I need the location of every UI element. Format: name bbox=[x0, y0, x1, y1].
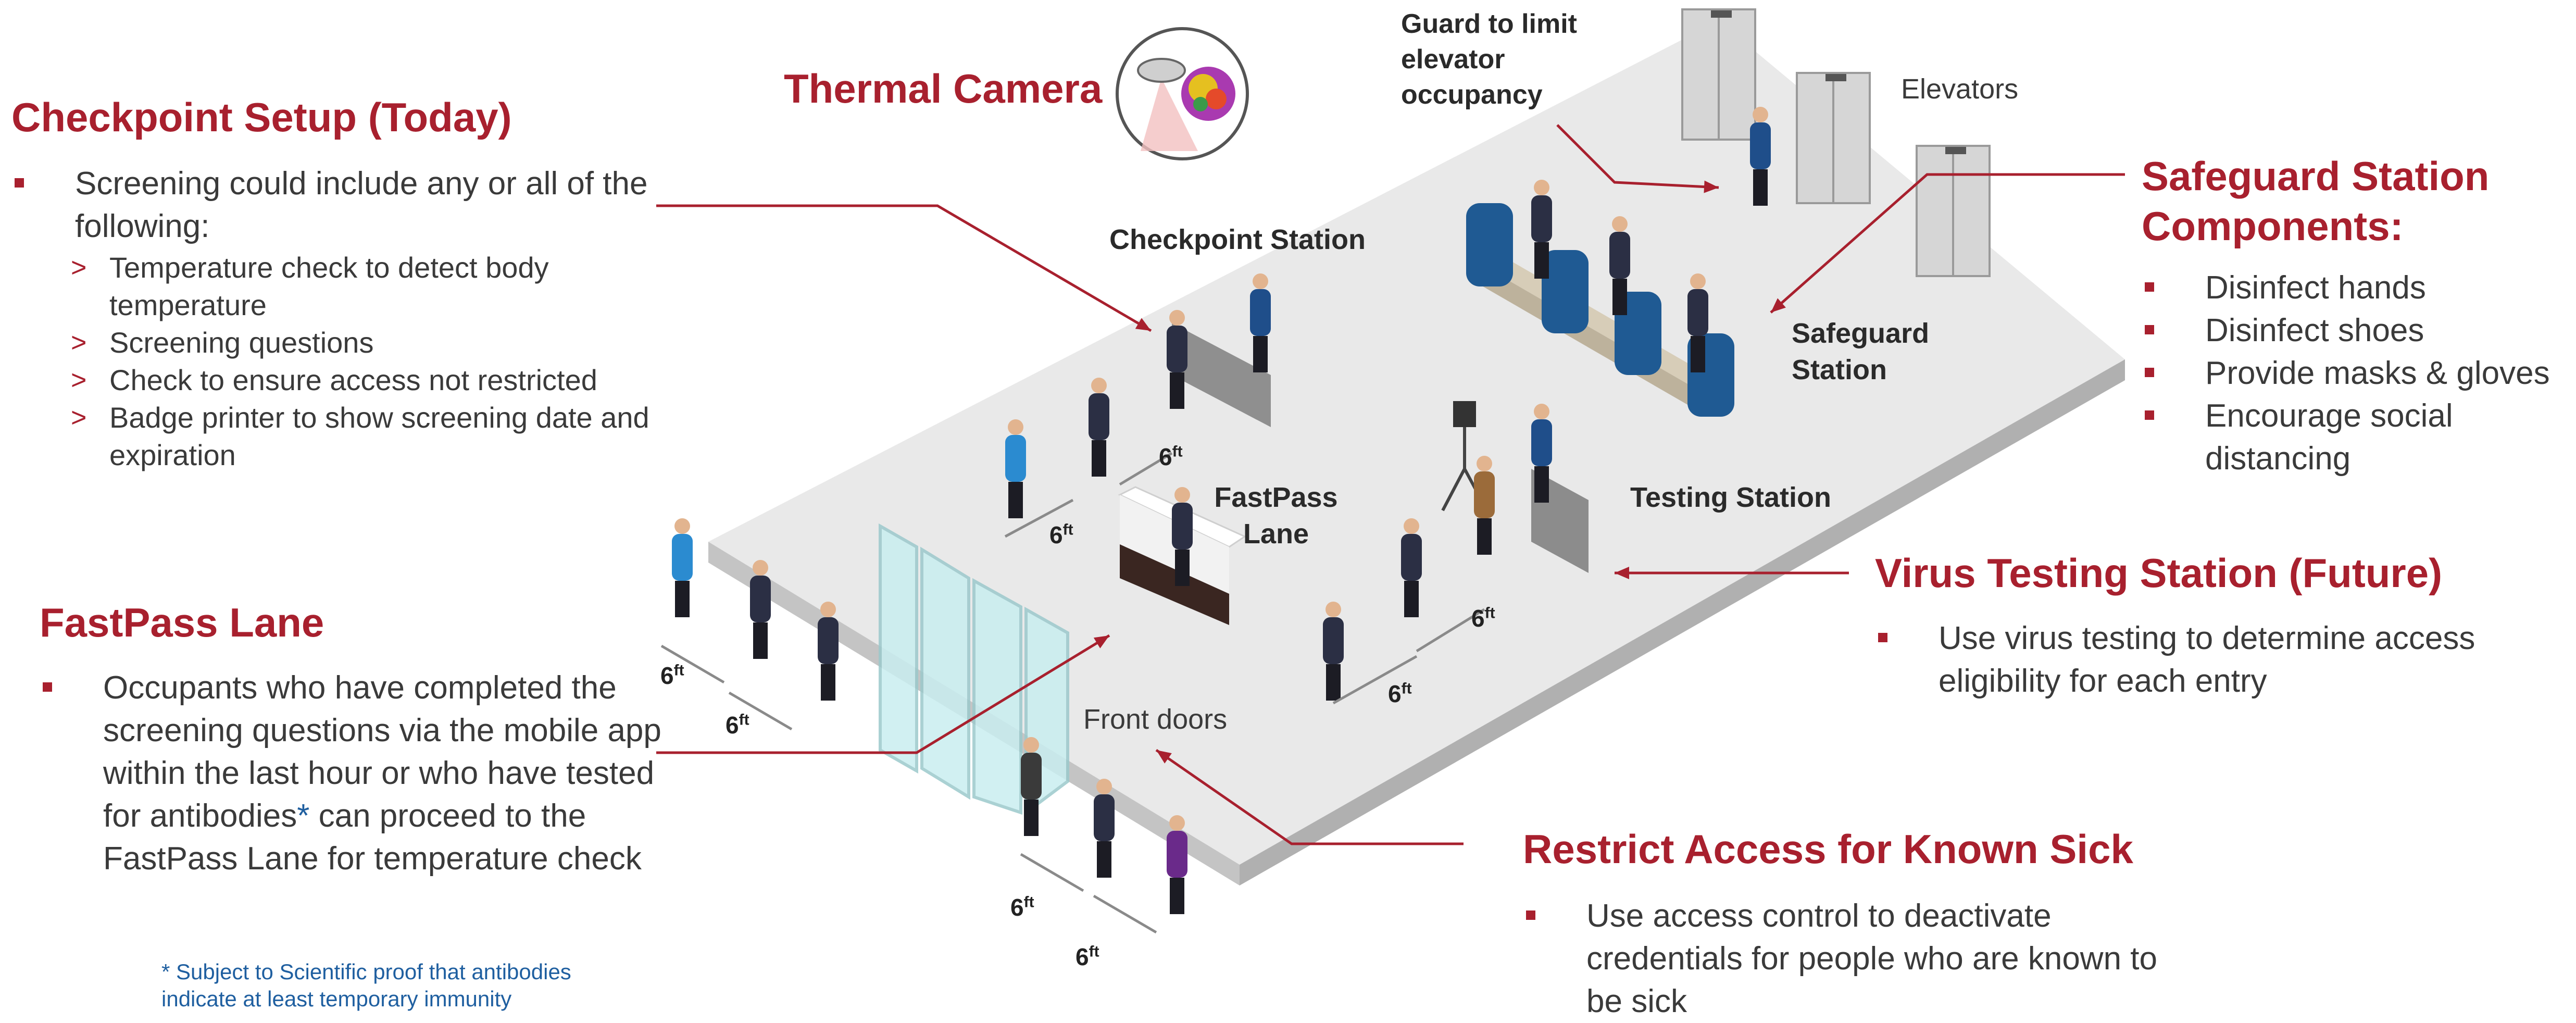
callout-line bbox=[656, 204, 1152, 332]
checkpoint-setup-intro: Screening could include any or all of th… bbox=[11, 163, 662, 248]
safeguard-item: Encourage social distancing bbox=[2142, 395, 2574, 480]
checkpoint-item: Badge printer to show screening date and… bbox=[55, 399, 662, 474]
elevator-3 bbox=[1916, 145, 1991, 277]
person-elevator-guard bbox=[1750, 107, 1771, 206]
elevator-1 bbox=[1681, 8, 1756, 141]
person-fastpass-desk bbox=[1172, 487, 1193, 586]
person-testing-guard bbox=[1531, 404, 1552, 503]
callout-arrowhead bbox=[1771, 298, 1786, 313]
distance-marker-line bbox=[1332, 655, 1418, 705]
distance-marker-line bbox=[1416, 608, 1485, 653]
virus-testing-title: Virus Testing Station (Future) bbox=[1875, 550, 2443, 596]
distance-label: 6ft bbox=[726, 711, 749, 739]
distance-marker-line bbox=[1119, 452, 1173, 486]
person-safeguard-1 bbox=[1531, 180, 1552, 279]
distance-label: 6ft bbox=[660, 662, 684, 689]
fastpass-panel: Occupants who have completed the screeni… bbox=[40, 667, 665, 880]
guard-label: Guard to limit elevator occupancy bbox=[1401, 9, 1577, 110]
person-checkpoint-3 bbox=[1005, 419, 1026, 518]
fastpass-title: FastPass Lane bbox=[40, 600, 324, 645]
checkpoint-setup-title: Checkpoint Setup (Today) bbox=[11, 94, 512, 140]
safeguard-station bbox=[1466, 203, 1734, 417]
checkpoint-desk bbox=[1172, 323, 1271, 427]
antibody-footnote: * Subject to Scientific proof that antib… bbox=[161, 959, 571, 1011]
fastpass-item: Occupants who have completed the screeni… bbox=[40, 667, 665, 880]
distance-label: 6ft bbox=[1076, 943, 1099, 970]
elevator-2 bbox=[1796, 72, 1871, 204]
person-queue-2 bbox=[750, 560, 771, 659]
person-safeguard-3 bbox=[1687, 273, 1708, 372]
callout-arrowhead bbox=[1135, 318, 1151, 331]
restrict-access-title: Restrict Access for Known Sick bbox=[1523, 826, 2133, 872]
distance-label: 6ft bbox=[1010, 893, 1034, 921]
checkpoint-item: Screening questions bbox=[55, 324, 662, 361]
thermal-camera-title: Thermal Camera bbox=[784, 66, 1103, 111]
distance-marker-line bbox=[1020, 853, 1084, 892]
distance-label: 6ft bbox=[1388, 680, 1412, 707]
checkpoint-item: Temperature check to detect body tempera… bbox=[55, 249, 662, 324]
person-queue-1 bbox=[672, 518, 693, 617]
safeguard-item: Provide masks & gloves bbox=[2142, 352, 2574, 395]
person-testing-2 bbox=[1401, 518, 1422, 617]
elevators-label: Elevators bbox=[1901, 73, 2019, 105]
person-guard-checkpoint bbox=[1250, 273, 1271, 372]
safeguard-components-panel: Disinfect hands Disinfect shoes Provide … bbox=[2142, 267, 2574, 480]
callout-arrowhead bbox=[1093, 635, 1109, 648]
person-safeguard-2 bbox=[1609, 216, 1630, 315]
safeguard-item: Disinfect shoes bbox=[2142, 309, 2574, 352]
callout-arrowhead bbox=[1704, 180, 1719, 193]
safeguard-item: Disinfect hands bbox=[2142, 267, 2574, 309]
person-queue-3 bbox=[818, 602, 839, 701]
distance-marker-line bbox=[728, 691, 793, 731]
front-doors-label: Front doors bbox=[1083, 704, 1228, 735]
person-front-2 bbox=[1094, 779, 1115, 878]
distance-marker-line bbox=[1004, 498, 1074, 538]
callout-line bbox=[1155, 748, 1464, 845]
floor-edge-right bbox=[1240, 359, 2125, 885]
distance-marker-line bbox=[660, 644, 725, 684]
person-checkpoint-2 bbox=[1089, 378, 1109, 477]
front-doors-glass bbox=[879, 523, 1069, 816]
thermal-camera-icon bbox=[1116, 27, 1249, 160]
checkpoint-setup-panel: Screening could include any or all of th… bbox=[11, 163, 662, 474]
callout-arrowhead bbox=[1156, 750, 1172, 764]
person-testing-1 bbox=[1474, 456, 1495, 555]
callout-arrowhead bbox=[1615, 567, 1629, 579]
virus-testing-item: Use virus testing to determine access el… bbox=[1875, 617, 2552, 703]
virus-testing-panel: Use virus testing to determine access el… bbox=[1875, 617, 2552, 703]
person-front-1 bbox=[1021, 737, 1042, 836]
callout-line bbox=[1770, 173, 2125, 314]
callout-line bbox=[656, 634, 1110, 754]
testing-station-label: Testing Station bbox=[1630, 482, 1831, 513]
callout-line bbox=[1556, 124, 1719, 189]
restrict-access-item: Use access control to deactivate credent… bbox=[1523, 895, 2200, 1023]
distance-label: 6ft bbox=[1471, 604, 1495, 632]
person-front-3 bbox=[1167, 815, 1187, 914]
restrict-access-panel: Use access control to deactivate credent… bbox=[1523, 895, 2200, 1023]
distance-marker-line bbox=[1093, 894, 1157, 934]
fastpass-lane-label: FastPass Lane bbox=[1214, 482, 1338, 550]
safeguard-components-title: Safeguard Station Components: bbox=[2142, 153, 2490, 249]
person-testing-3 bbox=[1323, 602, 1344, 701]
person-checkpoint-1 bbox=[1167, 310, 1187, 409]
distance-label: 6ft bbox=[1159, 443, 1183, 470]
checkpoint-item: Check to ensure access not restricted bbox=[55, 361, 662, 399]
distance-label: 6ft bbox=[1049, 521, 1073, 548]
checkpoint-station-label: Checkpoint Station bbox=[1109, 224, 1366, 255]
safeguard-station-label: Safeguard Station bbox=[1792, 318, 1930, 385]
